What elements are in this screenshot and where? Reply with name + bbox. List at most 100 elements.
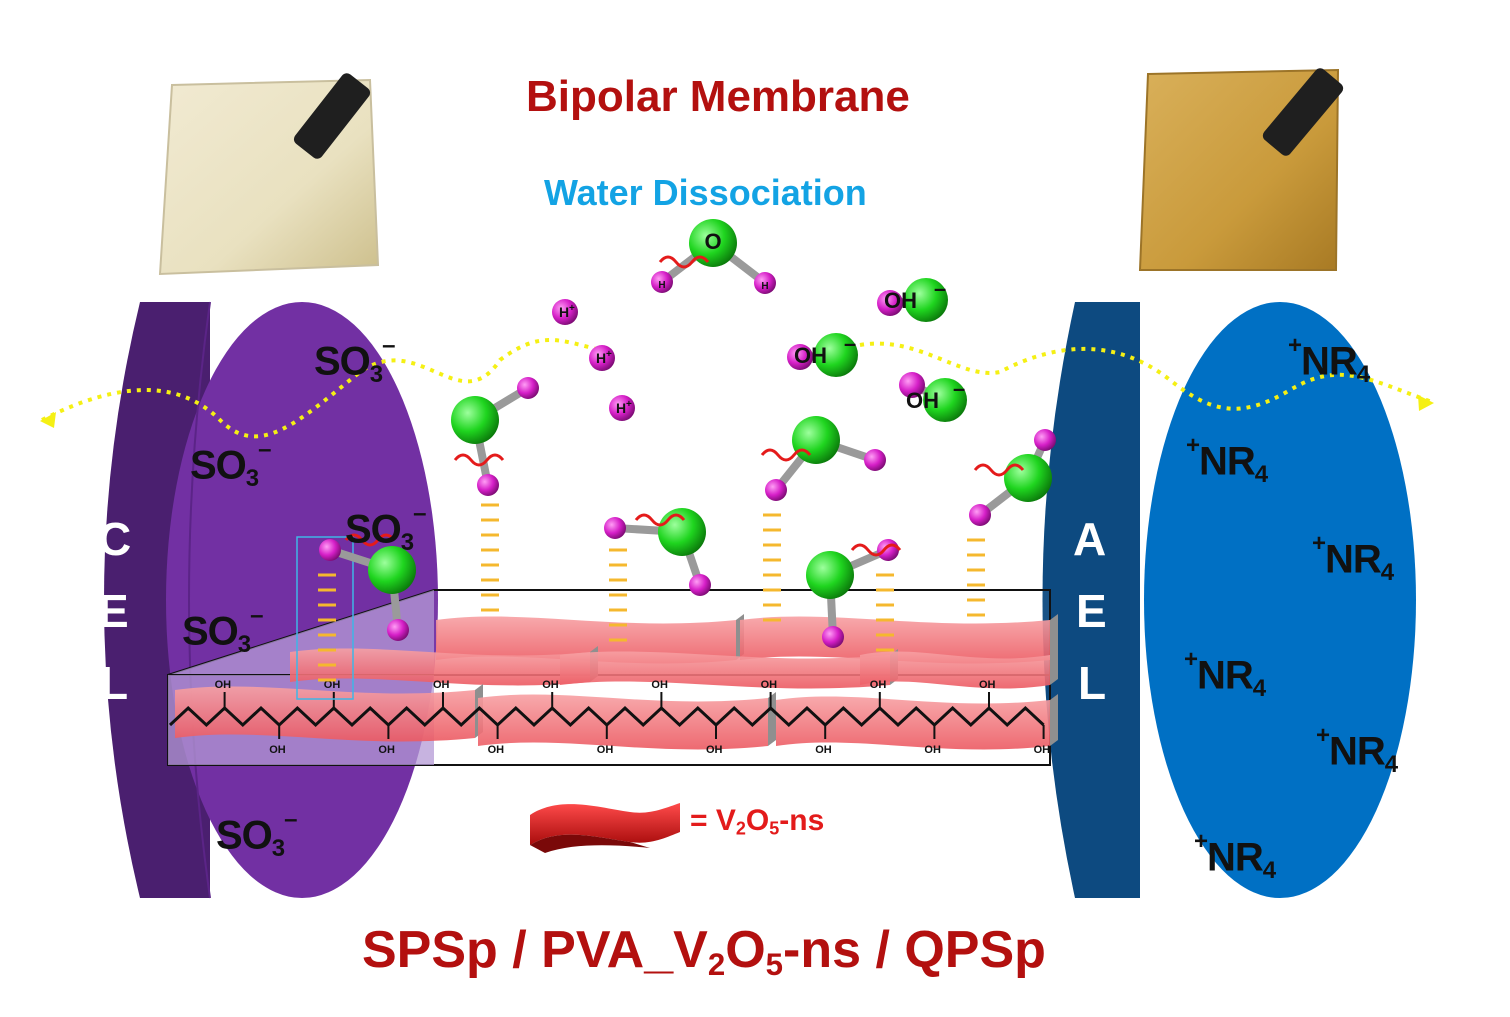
hydrogen-bond-wave — [634, 513, 686, 527]
legend-nanosheet-icon — [530, 803, 680, 845]
nanosheet-edge — [768, 692, 776, 746]
hydroxyl-label: OH — [870, 679, 887, 691]
hydrogen-bond-wave — [658, 255, 710, 269]
hydroxyl-label: OH — [542, 679, 559, 691]
path-arrow-right — [1418, 395, 1434, 411]
hydroxyl-label: OH — [433, 679, 450, 691]
water-hydrogen-atom — [822, 626, 844, 648]
diagram-title: Bipolar Membrane — [526, 72, 910, 121]
water-hydrogen-atom — [319, 539, 341, 561]
svg-text:+: + — [606, 349, 612, 360]
water-hydrogen-atom — [864, 449, 886, 471]
cel-letter-c: C — [98, 513, 132, 565]
ion-transport-path — [41, 338, 1433, 439]
sulfonate-group-label: SO3– — [216, 806, 298, 862]
hydroxide-hydrogen-atom — [899, 372, 925, 398]
hydroxyl-label: OH — [488, 744, 505, 756]
cel-letter-l: L — [100, 657, 129, 709]
hydroxyl-label: OH — [979, 679, 996, 691]
hydroxide-label: OH — [884, 288, 917, 313]
water-oxygen-atom: O — [689, 219, 737, 267]
hydroxyl-label: OH — [651, 679, 668, 691]
cel-letter-e: E — [98, 585, 129, 637]
water-hydrogen-atom — [517, 377, 539, 399]
v2o5-nanosheet — [740, 616, 1050, 664]
ael-layer — [1042, 302, 1416, 898]
svg-text:O: O — [704, 229, 721, 254]
water-hydrogen-atom — [387, 619, 409, 641]
hydrogen-bond-wave — [453, 453, 505, 467]
hydroxyl-label: OH — [378, 744, 395, 756]
hydroxyl-label: OH — [597, 744, 614, 756]
hydrogen-bond-dashes — [318, 503, 985, 682]
water-hydrogen-atom — [689, 574, 711, 596]
hydroxyl-label: OH — [269, 744, 286, 756]
hydroxyl-label: OH — [215, 679, 232, 691]
svg-text:H: H — [658, 280, 665, 291]
quaternary-ammonium-label: +NR4 — [1288, 332, 1370, 388]
hydroxyl-label: OH — [924, 744, 941, 756]
sulfonate-group-label: SO3– — [182, 602, 264, 658]
nanosheet-edge — [1050, 614, 1058, 660]
path-arrow-left — [40, 412, 56, 428]
svg-text:+: + — [569, 303, 575, 314]
hydrogen-bond-wave — [760, 448, 812, 462]
interface-highlight-box — [296, 536, 354, 700]
quaternary-ammonium-label: +NR4 — [1316, 722, 1398, 778]
svg-text:H: H — [596, 350, 606, 366]
water-oxygen-atom — [368, 546, 416, 594]
proton-ion: H+ — [609, 395, 635, 421]
water-hydrogen-atom — [969, 504, 991, 526]
water-hydrogen-atom — [477, 474, 499, 496]
diagram-subtitle: Water Dissociation — [544, 172, 867, 213]
hydroxide-charge: – — [934, 276, 946, 301]
ael-letter-l: L — [1078, 657, 1107, 709]
ael-letter-a: A — [1073, 513, 1107, 565]
water-hydrogen-atom — [877, 539, 899, 561]
water-hydrogen-atom: H — [651, 271, 673, 293]
sulfonate-group-label: SO3– — [314, 332, 396, 388]
v2o5-nanosheet — [478, 694, 768, 750]
v2o5-nanosheet — [560, 651, 890, 689]
water-oxygen-atom — [806, 551, 854, 599]
water-hydrogen-atom — [604, 517, 626, 539]
legend-label: = V2O5-ns — [690, 804, 825, 839]
water-hydrogen-atom: H — [754, 272, 776, 294]
hydroxide-label: OH — [794, 343, 827, 368]
water-oxygen-atom — [451, 396, 499, 444]
water-oxygen-atom — [1004, 454, 1052, 502]
hydroxide-oxygen-atom — [904, 278, 948, 322]
hydroxyl-label: OH — [815, 744, 832, 756]
sulfonate-group-label: SO3– — [345, 500, 427, 556]
quaternary-ammonium-label: +NR4 — [1184, 646, 1266, 702]
hydroxide-hydrogen-atom — [877, 290, 903, 316]
hydroxide-oxygen-atom — [814, 333, 858, 377]
water-hydrogen-atom — [765, 479, 787, 501]
hydrogen-bond-wave — [344, 533, 396, 547]
hydrogen-bond-wave — [973, 463, 1025, 477]
cel-membrane-photo — [158, 73, 380, 276]
ael-membrane-photo — [1138, 68, 1344, 271]
svg-text:+: + — [626, 399, 632, 410]
nanosheet-edge — [1050, 649, 1058, 685]
hydroxyl-label: OH — [1034, 744, 1051, 756]
svg-text:H: H — [616, 400, 626, 416]
nanosheet-edge — [1050, 694, 1058, 746]
hydroxyl-label: OH — [761, 679, 778, 691]
v2o5-nanosheet — [175, 686, 475, 742]
hydroxyl-label: OH — [324, 679, 341, 691]
quaternary-ammonium-label: +NR4 — [1312, 530, 1394, 586]
v2o5-nanosheet — [290, 648, 590, 686]
water-hydrogen-atom — [1034, 429, 1056, 451]
quaternary-ammonium-label: +NR4 — [1194, 828, 1276, 884]
proton-ion: H+ — [552, 299, 578, 325]
hydroxide-charge: – — [844, 331, 856, 356]
v2o5-nanosheet — [860, 651, 1050, 689]
sulfonate-group-label: SO3– — [190, 436, 272, 492]
water-oxygen-atom — [658, 508, 706, 556]
hydroxide-label: OH — [906, 388, 939, 413]
hydroxide-charge: – — [953, 376, 965, 401]
